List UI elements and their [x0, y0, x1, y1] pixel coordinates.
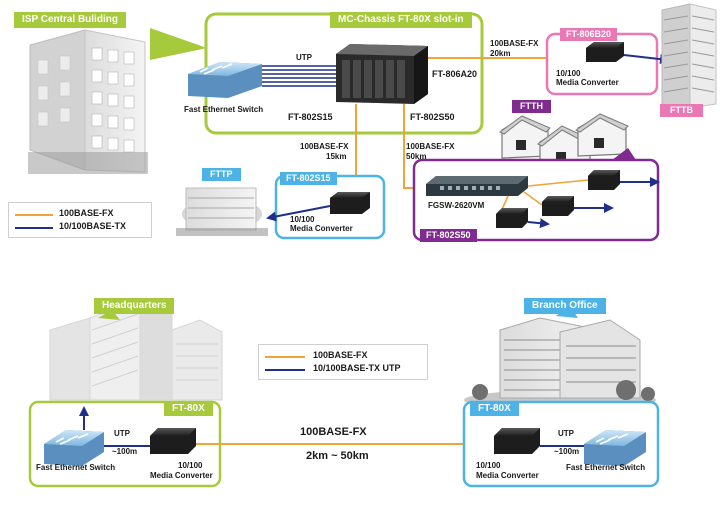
chassis-model-label: FT-806A20: [432, 69, 478, 79]
fttp-link-distance: 15km: [326, 152, 347, 161]
fttp-device-line2: Media Converter: [290, 224, 353, 233]
bottom-legend-fx-swatch: [265, 356, 305, 358]
ftth-link-distance: 50km: [406, 152, 427, 161]
branch-media-converter-icon: [494, 428, 540, 454]
fttb-media-converter-icon: [586, 42, 624, 62]
slot-left-label: FT-802S15: [288, 112, 333, 122]
utp-label: UTP: [296, 53, 312, 62]
hq-building-icon: [49, 299, 223, 401]
isp-callout-pointer: [150, 28, 207, 60]
branch-distance-label: ~100m: [554, 447, 580, 456]
isp-building-icon: [28, 29, 148, 174]
fttp-media-converter-icon: [330, 192, 370, 214]
branch-switch-label: Fast Ethernet Switch: [566, 463, 646, 472]
fttp-link-type: 100BASE-FX: [300, 142, 349, 151]
utp-cables: [262, 65, 336, 87]
branch-box-title: FT-80X: [470, 402, 519, 416]
hq-callout-pointer: [98, 310, 120, 320]
ftth-utp-arrows: [527, 177, 660, 229]
ftth-media-converters-icon: [496, 170, 620, 228]
top-legend-tx-label: 10/100BASE-TX: [59, 221, 127, 231]
fgsw-switch-icon: [426, 176, 528, 196]
hq-device-line1: 10/100: [178, 461, 203, 470]
main-link-type: 100BASE-FX: [300, 426, 367, 438]
hq-distance-label: ~100m: [112, 447, 138, 456]
hq-fast-ethernet-switch-icon: [44, 430, 104, 466]
branch-building-icon: [464, 317, 656, 410]
fttb-box-title: FT-806B20: [560, 28, 618, 41]
isp-title-tag: ISP Central Buliding: [14, 12, 126, 28]
chassis-title-tag: MC-Chassis FT-80X slot-in: [330, 12, 472, 28]
branch-utp-label: UTP: [558, 429, 574, 438]
hq-title-tag: Headquarters: [94, 298, 175, 314]
fast-ethernet-switch-icon: [188, 62, 262, 98]
hq-media-converter-icon: [150, 428, 196, 454]
ftth-box-title: FT-802S50: [420, 229, 477, 242]
ftth-callout-pointer: [612, 148, 636, 160]
fttb-device-line1: 10/100: [556, 69, 581, 78]
branch-device-line1: 10/100: [476, 461, 501, 470]
bottom-legend: 100BASE-FX 10/100BASE-TX UTP: [258, 344, 428, 380]
ftth-tag: FTTH: [512, 100, 551, 113]
fttb-tag: FTTB: [660, 104, 703, 117]
hq-utp-label: UTP: [114, 429, 130, 438]
top-legend-fx-label: 100BASE-FX: [59, 208, 114, 218]
hq-box-title: FT-80X: [164, 402, 213, 416]
fttb-link-distance: 20km: [490, 49, 511, 58]
hq-switch-label: Fast Ethernet Switch: [36, 463, 116, 472]
bottom-legend-tx-label: 10/100BASE-TX UTP: [313, 363, 401, 373]
ftth-link-type: 100BASE-FX: [406, 142, 455, 151]
switch-label: Fast Ethernet Switch: [184, 105, 264, 114]
hq-device-line2: Media Converter: [150, 471, 213, 480]
slot-right-label: FT-802S50: [410, 112, 455, 122]
fttp-tag: FTTP: [202, 168, 241, 181]
fttp-box-title: FT-802S15: [280, 172, 337, 185]
fttb-device-line2: Media Converter: [556, 78, 619, 87]
bottom-legend-fx-label: 100BASE-FX: [313, 350, 368, 360]
branch-fast-ethernet-switch-icon: [584, 430, 646, 466]
fttb-building-icon: [661, 3, 717, 109]
top-legend: 100BASE-FX 10/100BASE-TX: [8, 202, 152, 238]
top-legend-fx-swatch: [15, 214, 53, 216]
fttb-link-type: 100BASE-FX: [490, 39, 539, 48]
fgsw-switch-label: FGSW-2620VM: [428, 201, 485, 210]
branch-device-line2: Media Converter: [476, 471, 539, 480]
bottom-legend-tx-swatch: [265, 369, 305, 371]
chassis-device-icon: [336, 44, 428, 104]
fttp-building-icon: [176, 187, 268, 236]
main-link-distance: 2km ~ 50km: [306, 450, 369, 462]
branch-title-tag: Branch Office: [524, 298, 606, 314]
top-legend-tx-swatch: [15, 227, 53, 229]
fttp-device-line1: 10/100: [290, 215, 315, 224]
